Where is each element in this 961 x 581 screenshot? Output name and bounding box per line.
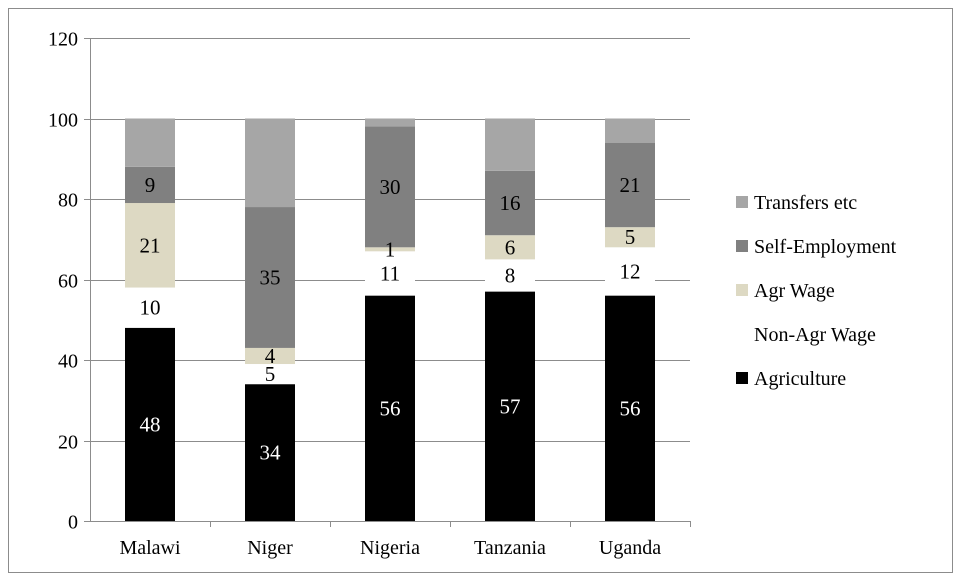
bar-segment [245,207,295,348]
legend-label: Transfers etc [754,192,857,214]
bar-segment [245,347,295,365]
y-tick-label: 120 [48,29,78,51]
bar-segment [605,295,655,521]
data-label: 11 [380,261,400,285]
data-label: 21 [620,173,641,197]
bar-segment [605,118,655,143]
data-label: 5 [625,225,636,249]
legend-swatch [736,196,748,208]
y-tick-label: 20 [58,432,78,454]
bar-segment [365,247,415,252]
data-label: 12 [620,259,641,283]
bar-segment [485,259,535,292]
data-label: 21 [140,233,161,257]
data-label: 10 [140,296,161,320]
data-label: 6 [505,235,516,259]
bar-segment [485,291,535,521]
x-tick-label: Tanzania [474,537,546,559]
bar-segment [245,364,295,385]
legend-label: Agr Wage [754,280,835,302]
data-label: 57 [500,394,521,418]
bar-segment [365,295,415,521]
data-label: 1 [385,237,396,261]
bar-segment [605,247,655,296]
bar-segment [245,118,295,208]
data-label: 5 [265,362,276,386]
y-tick-label: 60 [58,271,78,293]
x-tick-label: Malawi [119,537,181,559]
bar-segment [485,118,535,171]
x-tick-label: Niger [247,537,293,559]
y-tick-label: 0 [68,512,78,534]
legend-swatch [736,372,748,384]
x-tick-label: Uganda [599,537,661,559]
data-label: 35 [260,265,281,289]
y-tick-label: 40 [58,351,78,373]
bar-segment [605,142,655,228]
data-label: 56 [620,396,641,420]
legend-label: Self-Employment [754,236,897,258]
bar-segment [485,235,535,260]
bars [125,118,655,521]
legend-swatch [736,328,748,340]
legend-swatch [736,240,748,252]
data-label: 9 [145,173,156,197]
bar-segment [365,118,415,127]
legend-label: Agriculture [754,368,846,390]
data-label: 30 [380,175,401,199]
data-label: 8 [505,263,516,287]
bar-segment [365,126,415,248]
data-label: 48 [140,412,161,436]
legend-swatch [736,284,748,296]
data-label: 56 [380,396,401,420]
bar-segment [125,327,175,521]
bar-segment [485,170,535,236]
y-tick-label: 100 [48,110,78,132]
data-label: 34 [260,441,282,465]
bar-segment [365,251,415,296]
data-label: 16 [500,191,521,215]
bar-segment [245,384,295,521]
bar-segment [125,118,175,167]
bar-segment [125,203,175,288]
data-label: 4 [265,344,276,368]
bar-segment [605,227,655,248]
y-tick-label: 80 [58,190,78,212]
bar-segment [125,287,175,328]
bar-segment [125,166,175,204]
legend-label: Non-Agr Wage [754,324,876,346]
x-tick-label: Nigeria [360,537,420,559]
